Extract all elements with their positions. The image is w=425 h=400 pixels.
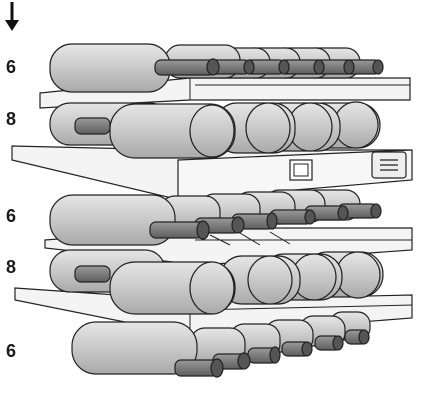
bottle-row-5 xyxy=(71,311,371,378)
bottle-row-1 xyxy=(49,43,384,93)
bottle-row-3 xyxy=(49,189,382,246)
shelf-5-count: 6 xyxy=(6,341,17,361)
shelf-2 xyxy=(11,101,413,201)
shelf-1 xyxy=(39,43,411,109)
shelf-3-count: 6 xyxy=(6,206,17,226)
shelf-4-count: 8 xyxy=(6,257,17,277)
shelf-5 xyxy=(71,311,371,378)
down-arrow-icon xyxy=(5,2,19,31)
bottle-row-4 xyxy=(49,249,384,315)
control-panel-icon xyxy=(371,151,407,179)
shelf-1-count: 6 xyxy=(6,57,17,77)
bottle-row-2 xyxy=(49,101,381,159)
shelf-2-count: 8 xyxy=(6,109,17,129)
